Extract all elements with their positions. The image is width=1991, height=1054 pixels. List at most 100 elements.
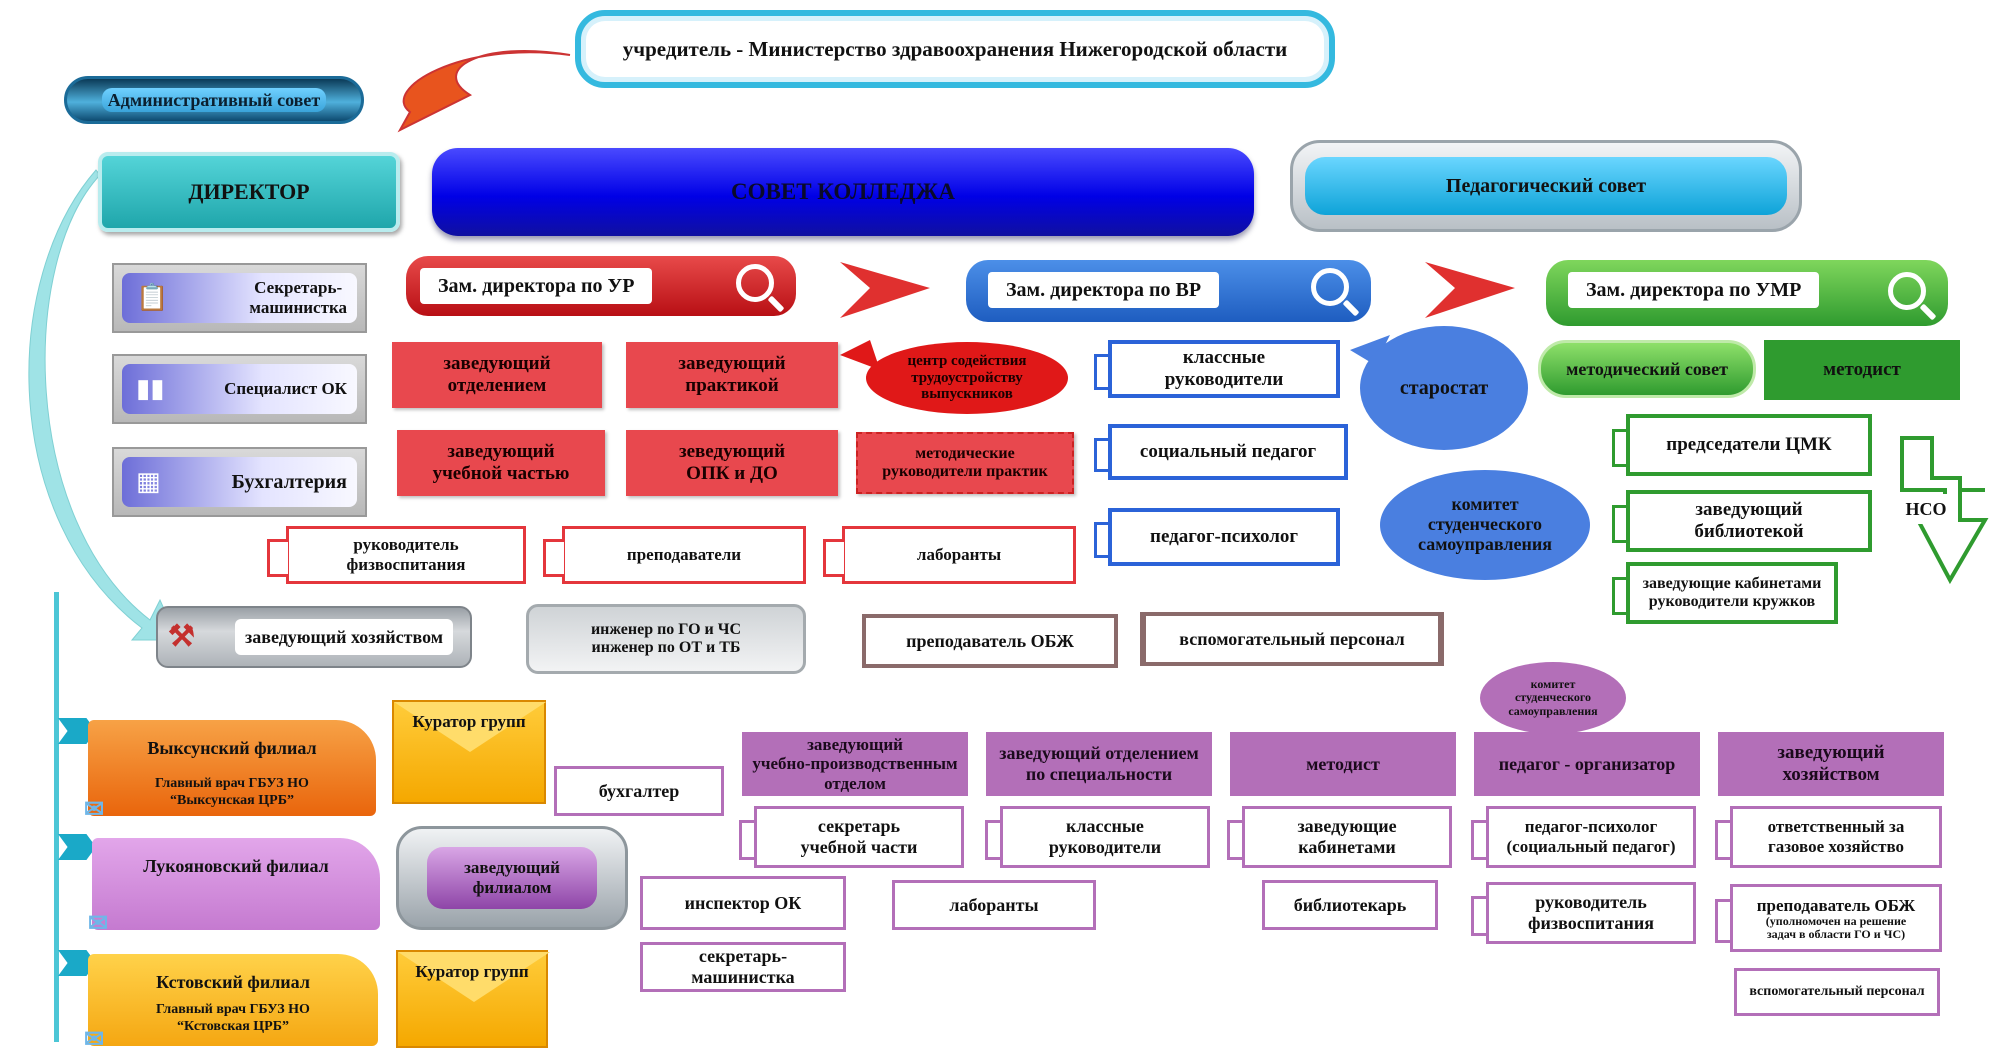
- phys-ed-box[interactable]: руководитель физвоспитания: [267, 526, 526, 584]
- violet-obzh-box[interactable]: преподаватель ОБЖ (уполномочен на решени…: [1715, 884, 1942, 952]
- social-pedagogue-box[interactable]: социальный педагог: [1094, 424, 1348, 480]
- calculator-chart-icon: ▦: [136, 467, 161, 497]
- tools-icon: ⚒: [168, 619, 195, 653]
- aux-staff-box[interactable]: вспомогательный персонал: [1140, 612, 1444, 666]
- cabinets-head-label: заведующие кабинетами руководители кружк…: [1642, 574, 1822, 610]
- head-opk-box[interactable]: зеведующий ОПК и ДО: [626, 430, 838, 496]
- branch-accountant-label: бухгалтер: [598, 780, 680, 801]
- household-head-box[interactable]: ⚒ заведующий хозяйством: [156, 606, 472, 668]
- branch-kstovo-doc: Главный врач ГБУЗ НО “Кстовская ЦРБ”: [156, 1002, 310, 1034]
- lab-label: лаборанты: [916, 545, 1002, 565]
- psychologist-box[interactable]: педагог-психолог: [1094, 508, 1340, 566]
- violet-class-teachers-label: классные руководители: [1048, 816, 1162, 857]
- violet-phys-ed-box[interactable]: руководитель физвоспитания: [1471, 882, 1696, 944]
- head-practice-box[interactable]: заведующий практикой: [626, 342, 838, 408]
- branch-lukoyanov[interactable]: Лукояновский филиал ✉: [88, 838, 380, 937]
- branch-vyksa-doc: Главный врач ГБУЗ НО “Выксунская ЦРБ”: [155, 776, 309, 808]
- career-center-label: центр содействия трудоустройству выпускн…: [907, 353, 1027, 403]
- director-label: ДИРЕКТОР: [188, 179, 310, 205]
- violet-aux-box[interactable]: вспомогательный персонал: [1734, 968, 1940, 1016]
- director-box[interactable]: ДИРЕКТОР: [98, 152, 400, 232]
- hr-tile-inner: ▮▮ Специалист ОК: [122, 364, 357, 414]
- cabinets-head-box[interactable]: заведующие кабинетами руководители кружк…: [1612, 562, 1838, 624]
- deputy-ur-box[interactable]: Зам. директора по УР: [406, 256, 796, 316]
- career-center-ellipse[interactable]: центр содействия трудоустройству выпускн…: [866, 342, 1068, 414]
- curator-label-1: Куратор групп: [412, 712, 526, 731]
- branch-vyksa-name: Выксунский филиал: [147, 738, 317, 758]
- head-department-label: заведующий отделением: [443, 353, 551, 396]
- branch-kstovo[interactable]: Кстовский филиал Главный врач ГБУЗ НО “К…: [84, 954, 378, 1053]
- nso-label-box[interactable]: НСО: [1898, 494, 1954, 524]
- violet-head-production[interactable]: заведующий учебно-производственным отдел…: [742, 732, 968, 796]
- violet-lab-label: лаборанты: [949, 894, 1039, 915]
- admin-council-box[interactable]: Административный совет: [64, 76, 364, 124]
- cmk-label: председатели ЦМК: [1666, 434, 1832, 456]
- left-vertical-line: [54, 592, 59, 1042]
- library-head-box[interactable]: заведующий библиотекой: [1612, 490, 1872, 552]
- head-study-box[interactable]: заведующий учебной частью: [397, 430, 605, 496]
- gas-label: ответственный за газовое хозяйство: [1767, 817, 1905, 856]
- deputy-umr-label: Зам. директора по УМР: [1586, 278, 1802, 301]
- magnifier-icon: [736, 264, 774, 302]
- secretary-tile-inner: 📋 Секретарь- машинистка: [122, 273, 357, 323]
- branch-lukoyanov-name: Лукояновский филиал: [143, 856, 329, 876]
- founder-box: учредитель - Министерство здравоохранени…: [575, 10, 1335, 88]
- branch-head-box[interactable]: заведующий филиалом: [396, 826, 628, 930]
- branch-accountant-box[interactable]: бухгалтер: [554, 766, 724, 816]
- secretary-tile[interactable]: 📋 Секретарь- машинистка: [112, 263, 367, 333]
- violet-student-gov-ellipse[interactable]: комитет студенческого самоуправления: [1480, 662, 1626, 734]
- method-practice-label: методические руководители практик: [882, 444, 1048, 480]
- deputy-vr-label: Зам. директора по ВР: [1006, 278, 1202, 301]
- violet-cabinets-box[interactable]: заведующие кабинетами: [1227, 806, 1452, 868]
- curator-envelope-2[interactable]: Куратор групп: [396, 950, 550, 1048]
- curator-envelope-1[interactable]: Куратор групп: [392, 700, 546, 804]
- cmk-box[interactable]: председатели ЦМК: [1612, 414, 1872, 476]
- librarian-label: библиотекарь: [1293, 894, 1407, 915]
- student-gov-ellipse[interactable]: комитет студенческого самоуправления: [1380, 470, 1590, 580]
- ped-council-box[interactable]: Педагогический совет: [1290, 140, 1802, 232]
- methodist-umr-box[interactable]: методист: [1764, 340, 1960, 400]
- violet-class-teachers-box[interactable]: классные руководители: [985, 806, 1210, 868]
- lab-box[interactable]: лаборанты: [823, 526, 1076, 584]
- violet-phys-ed-label: руководитель физвоспитания: [1528, 892, 1654, 933]
- gas-box[interactable]: ответственный за газовое хозяйство: [1715, 806, 1942, 868]
- college-council-box[interactable]: СОВЕТ КОЛЛЕДЖА: [432, 148, 1254, 236]
- engineer-label: инженер по ГО и ЧС инженер по ОТ и ТБ: [590, 620, 742, 656]
- method-council-box[interactable]: методический совет: [1538, 340, 1756, 398]
- violet-obzh-label: преподаватель ОБЖ: [1756, 895, 1916, 915]
- violet-methodist[interactable]: методист: [1230, 732, 1456, 796]
- violet-organizer[interactable]: педагог - организатор: [1474, 732, 1700, 796]
- violet-household[interactable]: заведующий хозяйством: [1718, 732, 1944, 796]
- accounting-tile[interactable]: ▦ Бухгалтерия: [112, 447, 367, 517]
- head-department-box[interactable]: заведующий отделением: [392, 342, 602, 408]
- class-teachers-box[interactable]: классные руководители: [1094, 340, 1340, 398]
- chevron-ur-vr: [840, 262, 930, 318]
- hr-label: Специалист ОК: [224, 379, 347, 399]
- violet-head-production-label: заведующий учебно-производственным отдел…: [752, 734, 958, 793]
- deputy-vr-box[interactable]: Зам. директора по ВР: [966, 260, 1371, 322]
- sec-study-box[interactable]: секретарь учебной части: [739, 806, 964, 868]
- branch-secretary-box[interactable]: секретарь- машинистка: [640, 942, 846, 992]
- engineer-box[interactable]: инженер по ГО и ЧС инженер по ОТ и ТБ: [526, 604, 806, 674]
- violet-head-specialty[interactable]: заведующий отделением по специальности: [986, 732, 1212, 796]
- branch-head-inner: заведующий филиалом: [427, 847, 597, 909]
- method-practice-box[interactable]: методические руководители практик: [856, 432, 1074, 494]
- hr-specialist-tile[interactable]: ▮▮ Специалист ОК: [112, 354, 367, 424]
- teachers-box[interactable]: преподаватели: [543, 526, 806, 584]
- branch-vyksa[interactable]: Выксунский филиал Главный врач ГБУЗ НО “…: [84, 720, 376, 823]
- deputy-umr-box[interactable]: Зам. директора по УМР: [1546, 260, 1948, 326]
- librarian-box[interactable]: библиотекарь: [1262, 880, 1438, 930]
- branch-hr-box[interactable]: инспектор ОК: [640, 876, 846, 930]
- ped-council-label: Педагогический совет: [1445, 174, 1647, 197]
- class-teachers-label: классные руководители: [1164, 347, 1284, 390]
- stamp-icon: ✉: [84, 797, 105, 823]
- violet-psych-box[interactable]: педагог-психолог (социальный педагог): [1471, 806, 1696, 868]
- obzh-teacher-box[interactable]: преподаватель ОБЖ: [862, 614, 1118, 668]
- magnifier-icon: [1888, 272, 1926, 310]
- method-council-label: методический совет: [1566, 358, 1728, 379]
- founder-arrow: [397, 50, 571, 133]
- career-tail: [840, 340, 880, 370]
- starostat-ellipse[interactable]: старостат: [1360, 326, 1528, 450]
- violet-lab-box[interactable]: лаборанты: [892, 880, 1096, 930]
